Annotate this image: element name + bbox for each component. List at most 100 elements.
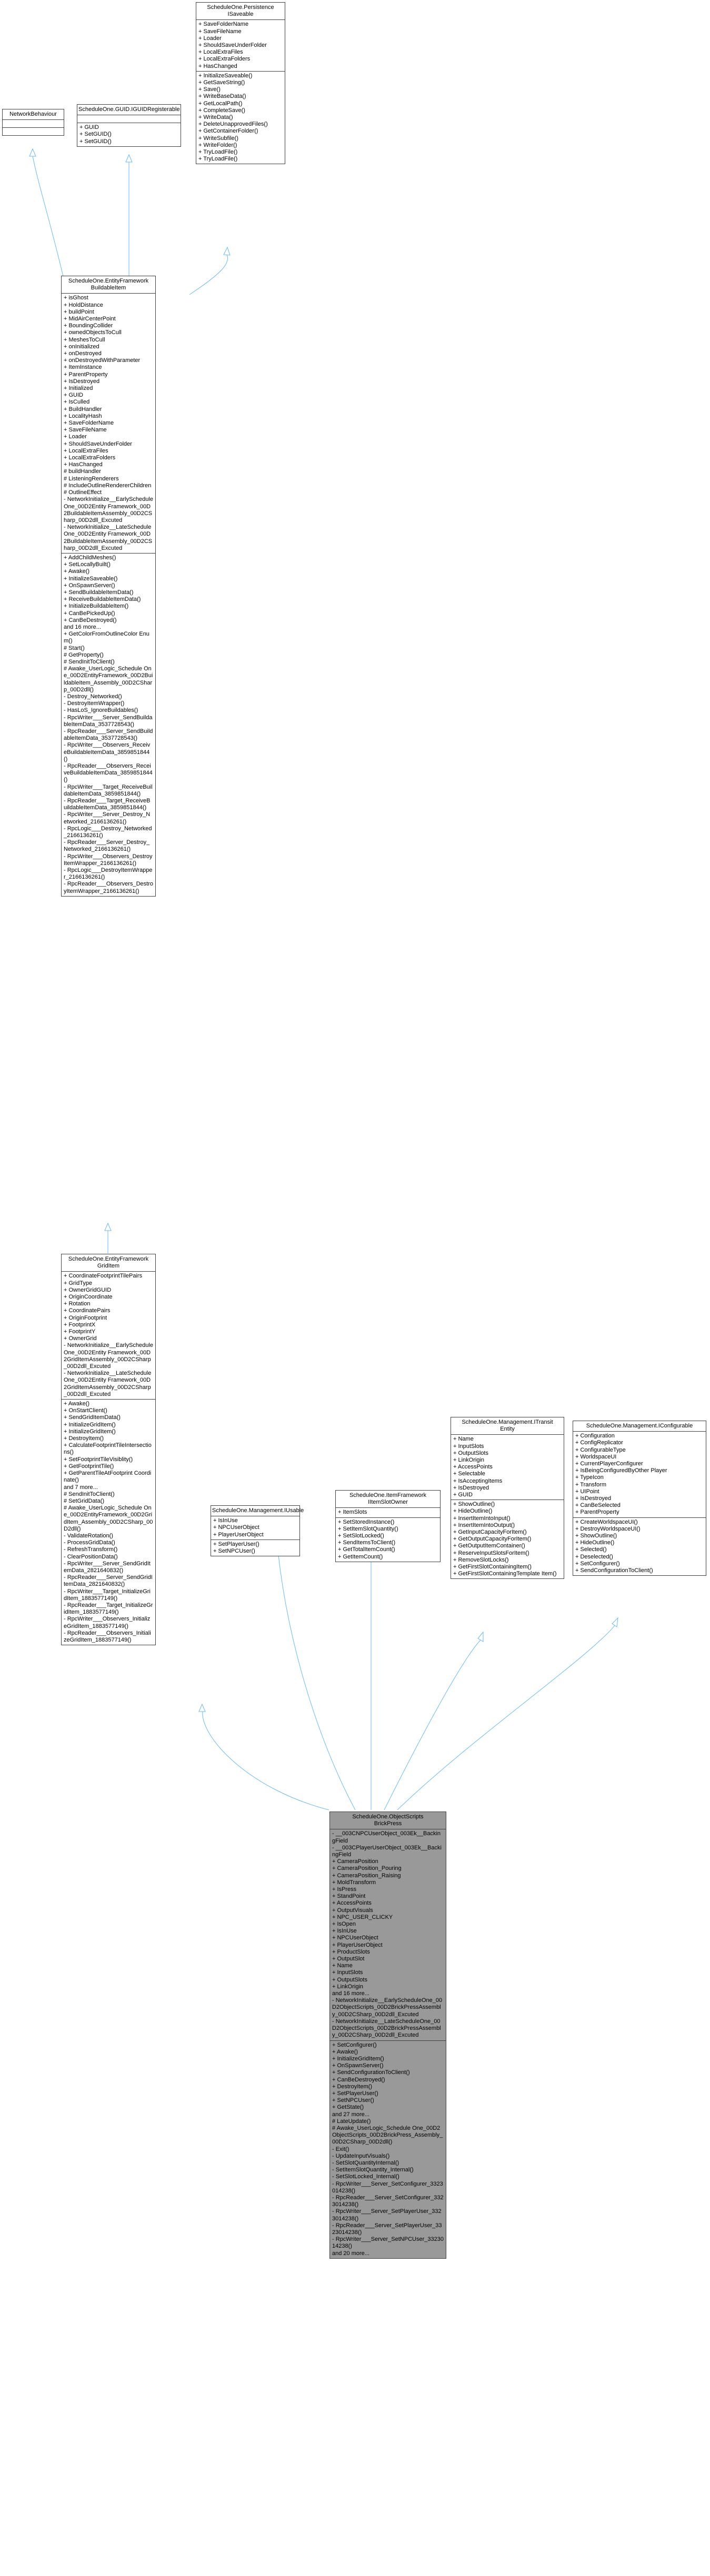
member-attribute: + buildPoint	[64, 308, 94, 315]
arrowhead-networkbehaviour	[29, 148, 36, 157]
member-attribute: + SaveFolderName	[64, 420, 114, 427]
member-attribute: + ParentProperty	[64, 371, 108, 378]
empty-section	[5, 129, 62, 134]
class-box-network-behaviour[interactable]: NetworkBehaviour	[2, 109, 64, 136]
member-attribute: + IsBeingConfiguredByOther Player	[575, 1467, 667, 1474]
class-title-line: ScheduleOne.Management.IUsable	[212, 1507, 304, 1514]
member-method: + GetColorFromOutlineColor Enum()	[64, 631, 149, 645]
member-method: + CanBeDestroyed()	[332, 2076, 385, 2083]
class-title-line: BuildableItem	[91, 285, 126, 291]
methods-section: + InitializeSaveable()+ GetSaveString()+…	[196, 72, 285, 164]
member-method: + SetGUID()	[79, 131, 112, 138]
member-attribute: + OutputVisuals	[332, 1907, 373, 1914]
class-title: NetworkBehaviour	[3, 109, 64, 120]
member-attribute: + Selectable	[453, 1471, 485, 1477]
member-attribute: + Loader	[198, 35, 222, 42]
member-method: - RpcWriter___Server_SetNPCUser_33230142…	[332, 2236, 444, 2250]
member-attribute: - NetworkInitialize__LateScheduleOne_00D…	[64, 524, 153, 551]
member-method: + InitializeSaveable()	[198, 72, 253, 79]
member-attribute: + HasChanged	[64, 461, 103, 468]
member-method: - RpcWriter___Target_ReceiveBuildableIte…	[64, 783, 153, 797]
attributes-section: + Name+ InputSlots+ OutputSlots+ LinkOri…	[451, 1435, 564, 1501]
member-method: - DestroyItemWrapper()	[64, 700, 125, 707]
edge-brickpress-griditem	[202, 1710, 329, 1810]
member-method: + SendItemsToClient()	[338, 1539, 396, 1546]
member-attribute: + Transform	[575, 1481, 606, 1488]
member-method: - HasLoS_IgnoreBuildables()	[64, 707, 138, 714]
member-attribute: + ProductSlots	[332, 1948, 370, 1955]
member-attribute: + HoldDistance	[64, 301, 103, 308]
member-method: # Awake_UserLogic_Schedule One_00D2Entit…	[64, 666, 153, 693]
member-method: + GUID	[79, 124, 99, 131]
member-method: + SetSlotLocked()	[338, 1533, 384, 1539]
member-method: + Awake()	[64, 568, 90, 575]
member-attribute: + OriginFootprint	[64, 1314, 107, 1321]
member-method: - RpcLogic___DestroyItemWrapper_21661362…	[64, 867, 153, 881]
class-title-line: NetworkBehaviour	[9, 111, 57, 117]
member-attribute: + GridType	[64, 1280, 93, 1286]
class-title-line: BrickPress	[374, 1820, 402, 1827]
member-method: - RpcWriter___Server_Destroy_Networked_2…	[64, 811, 151, 825]
member-method: - RpcReader___Server_SetPlayerUser_33230…	[332, 2222, 442, 2236]
member-method: + SendConfigurationToClient()	[332, 2069, 410, 2076]
member-method: + SetConfigurer()	[575, 1560, 620, 1567]
member-attribute: + NPC_USER_CLICKY	[332, 1914, 393, 1920]
member-attribute: + StandPoint	[332, 1893, 366, 1900]
member-method: + AddChildMeshes()	[64, 554, 116, 561]
member-attribute: + LocalExtraFiles	[198, 49, 243, 56]
member-attribute: + InputSlots	[332, 1969, 363, 1976]
member-attribute: + PlayerUserObject	[213, 1531, 264, 1538]
attributes-section: + IsInUse+ NPCUserObject+ PlayerUserObje…	[211, 1516, 299, 1540]
class-box-iuniquely-identifiable[interactable]: ScheduleOne.GUID.IGUIDRegisterable+ GUID…	[77, 104, 181, 147]
member-attribute: # OutlineEffect	[64, 489, 102, 496]
member-attribute: + IsDestroyed	[453, 1484, 489, 1491]
member-attribute: - __003CNPCUserObject_003Ek__BackingFiel…	[332, 1830, 441, 1844]
member-attribute: + PlayerUserObject	[332, 1941, 383, 1948]
member-method: - RpcWriter___Server_SetPlayerUser_33230…	[332, 2208, 442, 2222]
member-method: + SetPlayerUser()	[213, 1541, 259, 1547]
class-title-line: ScheduleOne.ObjectScripts	[352, 1814, 424, 1820]
empty-section	[5, 121, 62, 126]
member-attribute: + BoundingCollider	[64, 323, 113, 329]
attributes-section: + CoordinateFootprintTilePairs+ GridType…	[62, 1272, 155, 1400]
member-method: # Awake_UserLogic_Schedule One_00D2Entit…	[64, 1505, 153, 1532]
member-method: + OnSpawnServer()	[332, 2062, 384, 2069]
member-method: + SendBuildableItemData()	[64, 589, 134, 596]
member-attribute: + CameraPosition	[332, 1858, 378, 1865]
member-attribute: + CanBeSelected	[575, 1502, 621, 1509]
member-method: + GetState()	[332, 2104, 364, 2111]
member-method: + SetItemSlotQuantity()	[338, 1525, 398, 1532]
member-attribute: + ParentProperty	[575, 1509, 619, 1516]
member-attribute: + ItemSlots	[338, 1509, 367, 1516]
class-box-iusable[interactable]: ScheduleOne.Management.IUsable + IsInUse+…	[211, 1505, 304, 1557]
class-box-iconfigurable[interactable]: ScheduleOne.Management.IConfigurable+ Co…	[573, 1421, 706, 1576]
member-method: - RpcWriter___Server_SetConfigurer_33230…	[332, 2180, 443, 2194]
member-attribute: + CurrentPlayerConfigurer	[575, 1461, 643, 1467]
member-method: - RpcReader___Server_SendGridItemData_28…	[64, 1574, 153, 1588]
member-method: # SetGridData()	[64, 1497, 105, 1504]
arrowhead-transit	[477, 1631, 484, 1642]
class-title-line: GridItem	[97, 1263, 120, 1270]
class-title-line: ScheduleOne.EntityFramework	[68, 278, 149, 284]
class-title-line: ScheduleOne.ItemFramework	[349, 1492, 427, 1498]
member-attribute: + SaveFileName	[64, 427, 107, 434]
member-method: + DestroyItem()	[64, 1435, 104, 1442]
member-method: + SetNPCUser()	[332, 2097, 374, 2104]
class-title-line: ISaveable	[227, 11, 254, 18]
member-method: - SetItemSlotQuantity_Internal()	[332, 2167, 414, 2174]
member-attribute: + LinkOrigin	[453, 1457, 485, 1464]
member-method: - RpcLogic___Destroy_Networked_216613626…	[64, 825, 152, 839]
edge-brickpress-configurable	[397, 1624, 616, 1810]
member-attribute: + GUID	[453, 1492, 473, 1498]
member-attribute: - NetworkInitialize__LateScheduleOne_00D…	[64, 1370, 152, 1397]
member-attribute: + LocalExtraFiles	[64, 447, 108, 454]
member-method: - RpcWriter___Server_SendBuildableItemDa…	[64, 714, 153, 728]
member-method: + CanBePickedUp()	[64, 610, 115, 617]
